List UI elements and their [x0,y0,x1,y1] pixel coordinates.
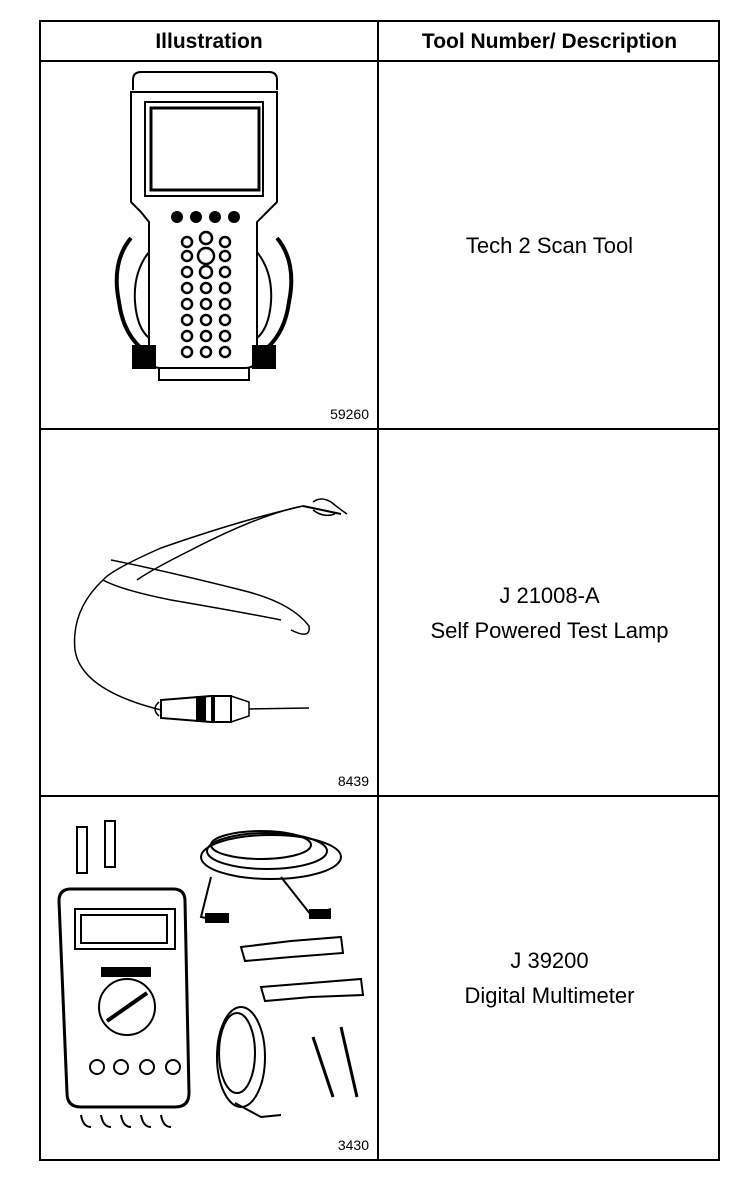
tool-description: Tech 2 Scan Tool [465,232,634,258]
tool-table: Illustration Tool Number/ Description [39,20,720,1161]
figure-number: 59260 [330,406,369,422]
row-divider [41,795,718,797]
tool-number: J 39200 [510,948,589,973]
scan-tool-illustration [114,71,294,381]
table-row-description: J 39200 Digital Multimeter [379,797,720,1159]
header-description: Tool Number/ Description [421,30,678,53]
table-row-description: J 21008-A Self Powered Test Lamp [379,430,720,795]
test-lamp-illustration [73,498,348,723]
table-row-illustration: 8439 [41,430,377,795]
tool-number: J 21008-A [499,582,600,608]
row-divider [41,428,718,430]
figure-number: 3430 [337,1137,369,1153]
header-illustration: Illustration [155,30,263,53]
table-row-description: Tech 2 Scan Tool [379,62,720,428]
multimeter-illustration [57,820,365,1128]
figure-number: 8439 [337,773,369,789]
table-row-illustration: 3430 [41,797,377,1159]
table-row-illustration: 59260 [41,62,377,428]
tool-description: Digital Multimeter [464,983,635,1008]
tool-description: Self Powered Test Lamp [430,617,669,643]
header-divider [41,60,718,62]
column-divider [377,22,379,1159]
